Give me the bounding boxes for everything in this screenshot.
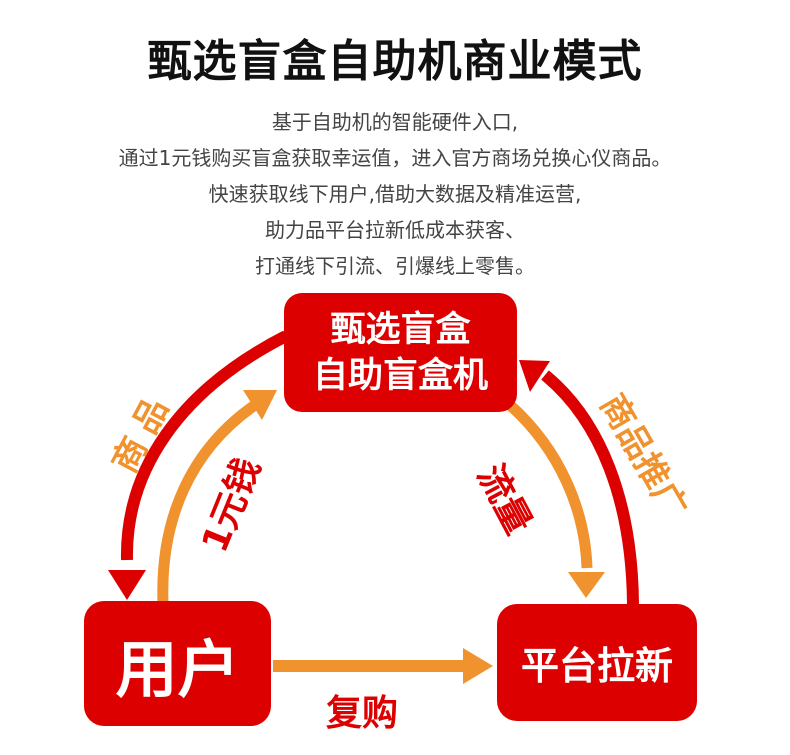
node-label: 自助盲盒机 xyxy=(312,355,488,396)
arrowhead-down-icon xyxy=(568,572,605,598)
description-line: 通过1元钱购买盲盒获取幸运值，进入官方商场兑换心仪商品。 xyxy=(118,146,672,170)
arrow-user-to-platform xyxy=(273,660,465,672)
node-label: 甄选盲盒 xyxy=(330,309,471,350)
arrow-user-to-machine xyxy=(157,400,259,604)
arrow-machine-to-platform xyxy=(506,400,593,569)
node-label: 用户 xyxy=(115,632,240,706)
description: 基于自助机的智能硬件入口, 通过1元钱购买盲盒获取幸运值，进入官方商场兑换心仪商… xyxy=(0,104,790,284)
description-line: 基于自助机的智能硬件入口, xyxy=(271,110,519,134)
arrow-platform-to-machine xyxy=(541,370,639,605)
arrowhead-down-icon xyxy=(108,570,146,600)
node-user: 用户 xyxy=(84,601,271,726)
description-line: 助力品平台拉新低成本获客、 xyxy=(265,218,525,242)
arrowhead-up-icon xyxy=(243,390,277,420)
arrowhead-right-icon xyxy=(463,648,493,684)
arrow-machine-to-user xyxy=(120,330,289,561)
description-line: 快速获取线下用户,借助大数据及精准运营, xyxy=(208,182,582,206)
node-platform: 平台拉新 xyxy=(497,604,697,721)
arrowhead-up-icon xyxy=(519,360,550,392)
description-line: 打通线下引流、引爆线上零售。 xyxy=(255,254,535,278)
page-title: 甄选盲盒自助机商业模式 xyxy=(147,36,643,87)
node-blind-box-machine: 甄选盲盒 自助盲盒机 xyxy=(284,293,517,412)
edge-label-repurchase: 复购 xyxy=(326,693,399,734)
node-label: 平台拉新 xyxy=(520,644,673,688)
